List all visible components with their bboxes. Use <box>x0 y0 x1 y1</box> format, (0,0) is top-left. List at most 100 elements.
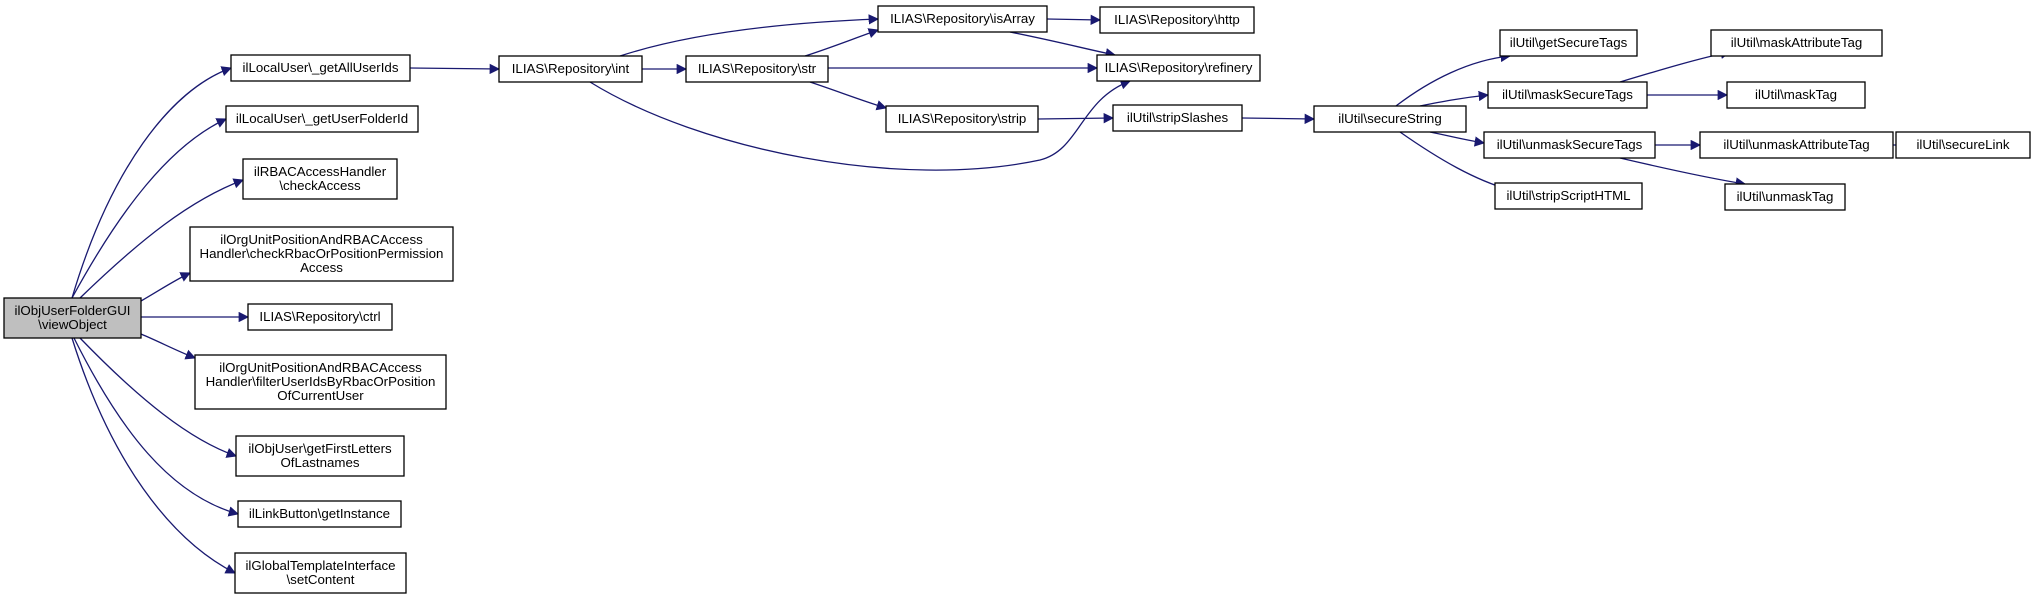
node-label: ilUtil\maskSecureTags <box>1502 87 1633 102</box>
nodes-layer: ilObjUserFolderGUI\viewObject ilLocalUser… <box>3 5 2031 594</box>
node-box <box>237 500 402 528</box>
node-stripSlashes[interactable]: ilUtil\stripSlashes <box>1112 104 1243 132</box>
edge-root-to-checkAccess <box>79 178 244 299</box>
node-box <box>235 435 405 477</box>
node-filterUser[interactable]: ilOrgUnitPositionAndRBACAccessHandler\fi… <box>194 354 447 410</box>
node-box <box>247 303 393 331</box>
edge-isArray-to-http <box>1046 14 1102 26</box>
node-getAllUserIds[interactable]: ilLocalUser\_getAllUserIds <box>230 54 411 82</box>
node-label: ILIAS\Repository\refinery <box>1105 60 1253 75</box>
edge-getAllUserIds-to-int <box>409 63 501 75</box>
edge-root-to-linkButton <box>73 337 240 517</box>
node-http[interactable]: ILIAS\Repository\http <box>1099 6 1255 34</box>
node-box <box>1726 81 1866 109</box>
node-label: ilLocalUser\_getUserFolderId <box>236 111 408 126</box>
edge-root-to-firstLetters <box>79 337 237 458</box>
node-box <box>189 226 454 282</box>
node-box <box>230 54 411 82</box>
node-label: ILIAS\Repository\isArray <box>890 11 1035 26</box>
node-isArray[interactable]: ILIAS\Repository\isArray <box>877 5 1048 33</box>
node-box <box>194 354 447 410</box>
node-label: ilUtil\secureString <box>1338 111 1441 126</box>
node-label: ilUtil\getSecureTags <box>1510 35 1628 50</box>
edge-str-to-strip <box>809 81 887 111</box>
node-box <box>1699 131 1894 159</box>
node-box <box>1487 81 1648 109</box>
node-strip[interactable]: ILIAS\Repository\strip <box>885 105 1039 133</box>
node-box <box>1494 182 1643 210</box>
node-label: \viewObject <box>38 317 107 332</box>
node-maskSecureTags[interactable]: ilUtil\maskSecureTags <box>1487 81 1648 109</box>
node-label: Handler\filterUserIdsByRbacOrPosition <box>206 374 436 389</box>
node-label: OfLastnames <box>280 455 359 470</box>
node-label: ILIAS\Repository\strip <box>898 111 1027 126</box>
node-label: \checkAccess <box>279 178 361 193</box>
node-label: \setContent <box>286 572 354 587</box>
node-box <box>1096 54 1261 82</box>
node-box <box>3 297 142 339</box>
node-label: ILIAS\Repository\ctrl <box>259 309 380 324</box>
node-secureLink[interactable]: ilUtil\secureLink <box>1895 131 2031 159</box>
node-int[interactable]: ILIAS\Repository\int <box>498 55 643 83</box>
node-unmaskAttributeTag[interactable]: ilUtil\unmaskAttributeTag <box>1699 131 1894 159</box>
node-setContent[interactable]: ilGlobalTemplateInterface\setContent <box>234 552 407 594</box>
node-label: ilLinkButton\getInstance <box>249 506 390 521</box>
edge-unmaskSecureTags-to-unmaskTag <box>1619 157 1747 188</box>
node-label: Handler\checkRbacOrPositionPermission <box>200 246 444 261</box>
node-label: ilGlobalTemplateInterface <box>245 558 395 573</box>
node-label: OfCurrentUser <box>277 388 364 403</box>
edge-root-to-getAllUserIds <box>71 66 232 299</box>
node-maskTag[interactable]: ilUtil\maskTag <box>1726 81 1866 109</box>
node-box <box>1710 29 1883 57</box>
edge-secureString-to-getSecureTags <box>1395 51 1512 107</box>
node-label: ilUtil\stripSlashes <box>1127 110 1229 125</box>
node-getSecureTags[interactable]: ilUtil\getSecureTags <box>1499 29 1638 57</box>
node-label: ilOrgUnitPositionAndRBACAccess <box>219 360 422 375</box>
node-label: ilUtil\unmaskTag <box>1737 189 1834 204</box>
edge-int-to-isArray <box>619 14 880 57</box>
edge-isArray-to-refinery <box>1009 31 1117 59</box>
node-str[interactable]: ILIAS\Repository\str <box>685 55 829 83</box>
node-label: ilLocalUser\_getAllUserIds <box>243 60 399 75</box>
node-label: ILIAS\Repository\http <box>1114 12 1240 27</box>
node-label: ilObjUser\getFirstLetters <box>248 441 392 456</box>
edge-str-to-isArray <box>804 28 879 57</box>
edge-secureString-to-unmaskSecureTags <box>1429 131 1486 147</box>
node-linkButton[interactable]: ilLinkButton\getInstance <box>237 500 402 528</box>
edge-root-to-setContent <box>71 337 236 574</box>
node-stripScriptHTML[interactable]: ilUtil\stripScriptHTML <box>1494 182 1643 210</box>
node-box <box>1112 104 1243 132</box>
node-secureString[interactable]: ilUtil\secureString <box>1313 105 1467 133</box>
node-label: ilUtil\maskAttributeTag <box>1731 35 1863 50</box>
node-maskAttributeTag[interactable]: ilUtil\maskAttributeTag <box>1710 29 1883 57</box>
edges-layer <box>71 14 1951 574</box>
node-box <box>498 55 643 83</box>
node-root[interactable]: ilObjUserFolderGUI\viewObject <box>3 297 142 339</box>
node-box <box>234 552 407 594</box>
node-getUserFolderId[interactable]: ilLocalUser\_getUserFolderId <box>225 105 419 133</box>
edge-root-to-checkRbac <box>140 272 191 302</box>
node-label: ilUtil\unmaskAttributeTag <box>1723 137 1869 152</box>
edge-root-to-filterUser <box>140 333 196 360</box>
node-label: Access <box>300 260 343 275</box>
node-label: ILIAS\Repository\str <box>698 61 817 76</box>
node-label: ilUtil\unmaskSecureTags <box>1497 137 1643 152</box>
node-unmaskTag[interactable]: ilUtil\unmaskTag <box>1724 183 1846 211</box>
node-box <box>877 5 1048 33</box>
node-box <box>1313 105 1467 133</box>
node-box <box>885 105 1039 133</box>
node-ctrl[interactable]: ILIAS\Repository\ctrl <box>247 303 393 331</box>
node-checkRbac[interactable]: ilOrgUnitPositionAndRBACAccessHandler\ch… <box>189 226 454 282</box>
node-box <box>1724 183 1846 211</box>
node-box <box>1099 6 1255 34</box>
node-box <box>1483 131 1656 159</box>
node-checkAccess[interactable]: ilRBACAccessHandler\checkAccess <box>242 158 398 200</box>
node-unmaskSecureTags[interactable]: ilUtil\unmaskSecureTags <box>1483 131 1656 159</box>
node-refinery[interactable]: ILIAS\Repository\refinery <box>1096 54 1261 82</box>
node-box <box>225 105 419 133</box>
node-box <box>242 158 398 200</box>
node-label: ilObjUserFolderGUI <box>14 303 130 318</box>
node-box <box>685 55 829 83</box>
node-label: ILIAS\Repository\int <box>512 61 630 76</box>
